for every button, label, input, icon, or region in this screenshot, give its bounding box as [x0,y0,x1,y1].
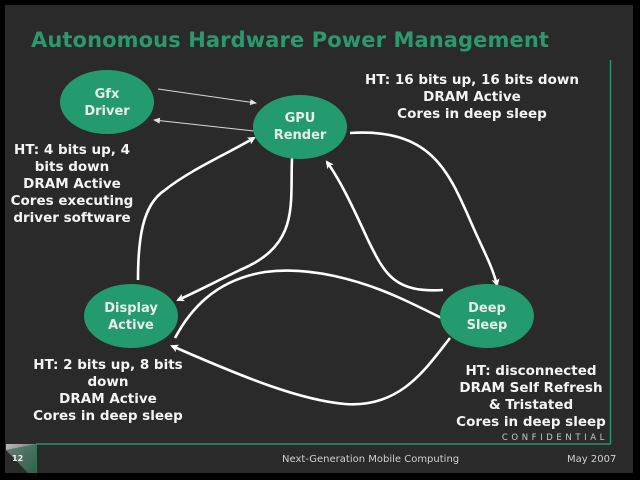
desc-gfx-driver-line: bits down [34,159,110,175]
edge-gpu-to-deep-sleep [349,131,500,287]
edge-gfx-to-gpu [157,88,257,106]
page-number: 12 [12,454,24,463]
desc-gfx-driver-line: DRAM Active [23,176,121,192]
desc-deep-sleep-line: HT: disconnected [465,363,597,379]
desc-gfx-driver: HT: 4 bits up, 4 bits down DRAM Active C… [2,142,142,227]
node-deep-sleep-line2: Sleep [467,318,508,333]
node-gpu-render-line2: Render [274,128,327,143]
node-deep-sleep: Deep Sleep [440,284,534,348]
node-gfx-driver-line2: Driver [84,104,130,119]
desc-display-active-line: Cores in deep sleep [33,408,183,424]
desc-display-active-line: down [87,374,129,390]
desc-display-active-line: DRAM Active [59,391,157,407]
node-gpu-render: GPU Render [253,95,347,159]
desc-gpu-render-line: HT: 16 bits up, 16 bits down [365,72,579,88]
desc-gfx-driver-line: Cores executing [10,193,134,209]
desc-display-active: HT: 2 bits up, 8 bits down DRAM Active C… [18,357,198,425]
desc-deep-sleep-line: & Tristated [488,397,574,413]
node-display-active-line2: Active [108,318,154,333]
desc-display-active-line: HT: 2 bits up, 8 bits [33,357,183,373]
desc-deep-sleep-line: DRAM Self Refresh [459,380,603,396]
edge-deep-sleep-to-display [170,337,452,406]
node-gpu-render-line1: GPU [285,111,316,126]
desc-deep-sleep: HT: disconnected DRAM Self Refresh & Tri… [446,363,616,431]
node-display-active: Display Active [84,284,178,348]
desc-gpu-render-line: DRAM Active [423,89,521,105]
confidential-label: CONFIDENTIAL [501,433,608,443]
desc-gfx-driver-line: HT: 4 bits up, 4 [14,142,130,158]
desc-gpu-render: HT: 16 bits up, 16 bits down DRAM Active… [352,72,592,123]
desc-gpu-render-line: Cores in deep sleep [397,106,547,122]
node-display-active-line1: Display [104,301,158,316]
footer-date: May 2007 [567,454,617,465]
node-deep-sleep-line1: Deep [468,301,506,316]
edge-gpu-to-gfx [153,117,264,133]
node-gfx-driver-line1: Gfx [95,87,120,102]
edge-gpu-to-display [176,157,294,302]
node-gfx-driver: Gfx Driver [60,70,154,134]
edge-deep-sleep-to-gpu [325,160,444,292]
slide-title: Autonomous Hardware Power Management [31,28,550,52]
desc-deep-sleep-line: Cores in deep sleep [456,414,606,430]
page-number-tab-dark [6,444,36,473]
footer-title: Next-Generation Mobile Computing [282,454,460,465]
edge-display-to-gpu [136,136,256,281]
edge-display-to-deep-sleep [173,269,452,339]
desc-gfx-driver-line: driver software [13,210,131,226]
